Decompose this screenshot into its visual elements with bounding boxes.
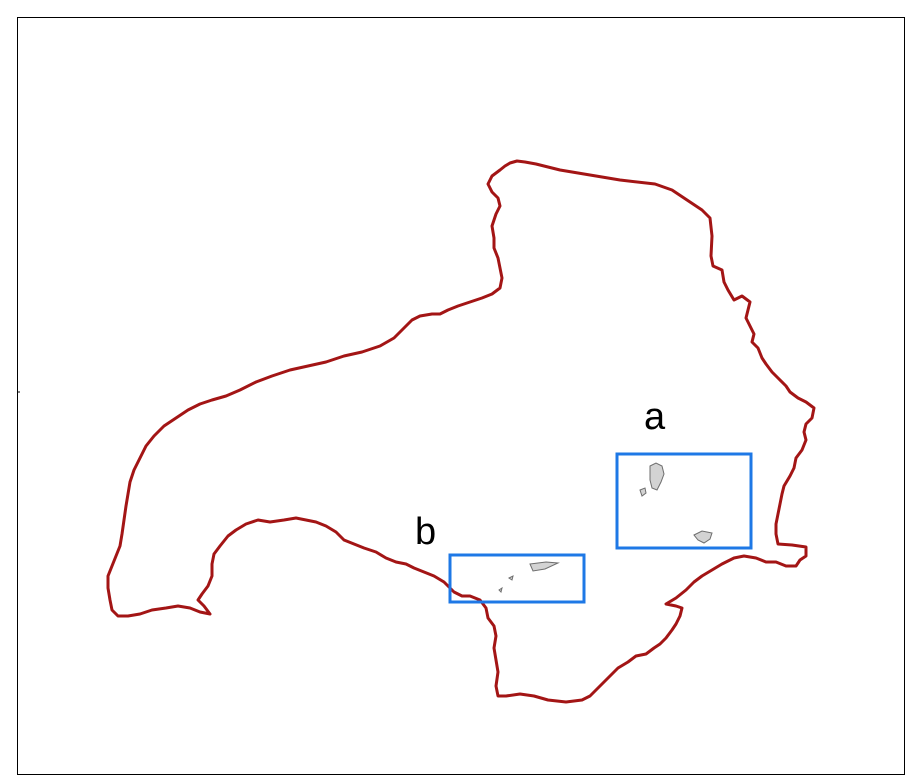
inset-box-b (448, 553, 586, 604)
patch-a1 (649, 462, 665, 491)
patch-b1 (529, 561, 560, 572)
inset-label-b: b (415, 511, 436, 553)
study-area-boundary (106, 159, 816, 704)
map-frame (17, 17, 905, 775)
inset-box-a (615, 452, 753, 550)
patch-b2 (508, 575, 514, 581)
inset-label-a: a (644, 396, 666, 438)
patch-a3 (693, 530, 713, 544)
patch-a2 (639, 487, 647, 497)
patch-b3 (498, 586, 503, 593)
